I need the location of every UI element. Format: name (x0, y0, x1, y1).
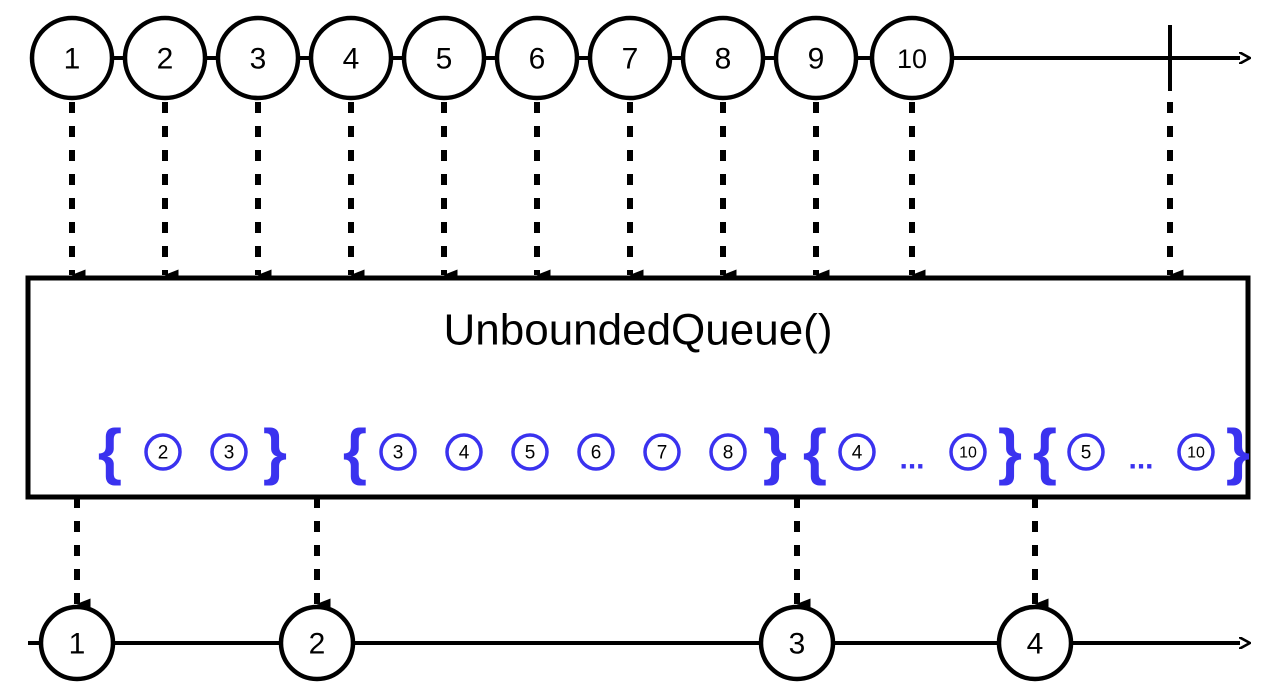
source-marble[interactable]: 8 (680, 15, 766, 101)
result-marble-circle[interactable] (758, 604, 836, 682)
source-marble-label: 7 (622, 43, 639, 76)
queue-item: 10 (1177, 433, 1215, 471)
queue-snapshot-3: {} 4 10... (803, 418, 1022, 487)
queue-item-circle (577, 433, 615, 471)
queue-item-circle (511, 433, 549, 471)
result-marble-label: 4 (1027, 628, 1044, 661)
queue-item-label: 2 (158, 443, 169, 464)
source-marble[interactable]: 2 (122, 15, 208, 101)
queue-snapshot-1: {} 2 3 (98, 418, 287, 487)
source-marble-circle[interactable] (308, 15, 394, 101)
source-marble-circle[interactable] (215, 15, 301, 101)
queue-item-label: 3 (393, 443, 404, 464)
queue-item-label: 5 (525, 443, 536, 464)
source-marble-label: 4 (343, 43, 360, 76)
queue-item: 8 (709, 433, 747, 471)
queue-snapshot-2: {} 3 4 5 6 7 8 (343, 418, 787, 487)
result-timeline: 1 2 3 4 (28, 604, 1240, 682)
queue-item-circle (949, 433, 987, 471)
queue-item-circle (1067, 433, 1105, 471)
source-marble[interactable]: 9 (773, 15, 859, 101)
source-marble-circle[interactable] (869, 15, 955, 101)
result-marble-circle[interactable] (278, 604, 356, 682)
queue-item-label: 4 (459, 443, 470, 464)
queue-item-label: 6 (591, 443, 602, 464)
source-marble-label: 2 (157, 43, 174, 76)
source-marble-circle[interactable] (122, 15, 208, 101)
result-marble[interactable]: 4 (996, 604, 1074, 682)
queue-item-label: 10 (959, 445, 977, 462)
source-marble[interactable]: 3 (215, 15, 301, 101)
queue-brace-open: { (343, 418, 367, 487)
queue-item-circle (643, 433, 681, 471)
queue-item-label: 5 (1081, 443, 1092, 464)
outbound-arrows (74, 497, 1049, 610)
source-marble[interactable]: 7 (587, 15, 673, 101)
queue-item: 7 (643, 433, 681, 471)
source-marble-label: 6 (529, 43, 546, 76)
queue-item-circle (210, 433, 248, 471)
inbound-arrows (69, 102, 1184, 281)
queue-ellipsis: ... (1128, 443, 1153, 476)
queue-snapshot-4: {} 5 10... (1033, 418, 1250, 487)
source-marble[interactable]: 6 (494, 15, 580, 101)
source-timeline: 1 2 3 4 5 6 7 8 9 10 (29, 15, 1240, 101)
queue-item: 3 (210, 433, 248, 471)
result-marble-circle[interactable] (996, 604, 1074, 682)
queue-item: 6 (577, 433, 615, 471)
queue-box: UnboundedQueue() {} 2 3 {} 3 4 5 6 7 8 {} 4 10... {} 5 1… (25, 275, 1251, 500)
queue-item-label: 7 (657, 443, 668, 464)
queue-item: 10 (949, 433, 987, 471)
result-marble-label: 1 (69, 628, 86, 661)
queue-item-label: 4 (852, 443, 863, 464)
source-marble-label: 3 (250, 43, 267, 76)
result-marble[interactable]: 2 (278, 604, 356, 682)
source-marble[interactable]: 4 (308, 15, 394, 101)
source-marble-label: 10 (897, 44, 927, 74)
source-marble[interactable]: 5 (401, 15, 487, 101)
result-marble[interactable]: 1 (38, 604, 116, 682)
source-marble-circle[interactable] (401, 15, 487, 101)
queue-item-circle (144, 433, 182, 471)
queue-item-circle (379, 433, 417, 471)
result-marble-label: 2 (309, 628, 326, 661)
queue-item: 2 (144, 433, 182, 471)
queue-brace-close: } (1226, 418, 1250, 487)
queue-brace-close: } (763, 418, 787, 487)
result-marble-label: 3 (789, 628, 806, 661)
queue-brace-open: { (803, 418, 827, 487)
queue-brace-open: { (98, 418, 122, 487)
queue-item: 5 (511, 433, 549, 471)
queue-brace-close: } (263, 418, 287, 487)
queue-brace-close: } (998, 418, 1022, 487)
queue-item-circle (838, 433, 876, 471)
queue-item: 5 (1067, 433, 1105, 471)
source-marble-circle[interactable] (587, 15, 673, 101)
source-marble-circle[interactable] (773, 15, 859, 101)
source-marble-label: 9 (808, 43, 825, 76)
queue-item-circle (709, 433, 747, 471)
source-marble-circle[interactable] (29, 15, 115, 101)
queue-item-label: 10 (1187, 445, 1205, 462)
result-marble-circle[interactable] (38, 604, 116, 682)
source-marble[interactable]: 10 (869, 15, 955, 101)
queue-item: 4 (838, 433, 876, 471)
source-marble-circle[interactable] (494, 15, 580, 101)
source-marble-circle[interactable] (680, 15, 766, 101)
result-marble[interactable]: 3 (758, 604, 836, 682)
queue-item-circle (1177, 433, 1215, 471)
source-marble[interactable]: 1 (29, 15, 115, 101)
source-marble-label: 5 (436, 43, 453, 76)
queue-item: 3 (379, 433, 417, 471)
queue-item-label: 8 (723, 443, 734, 464)
queue-ellipsis: ... (899, 443, 924, 476)
queue-item-circle (445, 433, 483, 471)
queue-box-title: UnboundedQueue() (444, 306, 833, 355)
queue-brace-open: { (1033, 418, 1057, 487)
source-marble-label: 8 (715, 43, 732, 76)
queue-item: 4 (445, 433, 483, 471)
source-marble-label: 1 (64, 43, 81, 76)
queue-item-label: 3 (224, 443, 235, 464)
